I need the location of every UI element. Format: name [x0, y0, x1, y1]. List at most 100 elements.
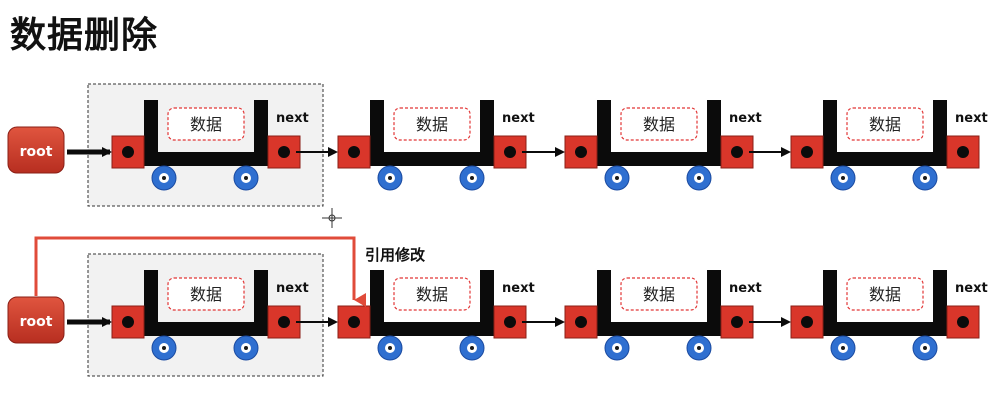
wheel-axle — [388, 346, 392, 350]
root-label: root — [20, 314, 53, 330]
wheel-axle — [697, 346, 701, 350]
next-label: next — [729, 281, 762, 296]
cart-base — [144, 322, 268, 336]
wheel-axle — [697, 176, 701, 180]
pointer-dot — [122, 316, 134, 328]
cart-left-wall — [144, 270, 158, 336]
wheel-axle — [162, 176, 166, 180]
wheel-axle — [388, 176, 392, 180]
wheel-axle — [615, 176, 619, 180]
pointer-dot — [122, 146, 134, 158]
wheel-axle — [841, 176, 845, 180]
cart-right-wall — [480, 100, 494, 166]
list-node: 数据 next — [790, 270, 988, 361]
data-box — [620, 107, 698, 141]
data-label: 数据 — [190, 285, 222, 304]
data-label: 数据 — [869, 285, 901, 304]
cart-base — [370, 152, 494, 166]
data-box — [620, 277, 698, 311]
list-node: 数据 next — [111, 270, 309, 361]
data-box — [167, 277, 245, 311]
data-label: 数据 — [643, 285, 675, 304]
cart-right-wall — [707, 100, 721, 166]
wheel-axle — [162, 346, 166, 350]
pointer-dot — [278, 146, 290, 158]
cart-right-wall — [707, 270, 721, 336]
list-node: 数据 next — [564, 100, 762, 191]
next-label: next — [955, 111, 988, 126]
pointer-dot — [801, 316, 813, 328]
data-label: 数据 — [643, 115, 675, 134]
cart-left-wall — [597, 270, 611, 336]
pointer-dot — [575, 316, 587, 328]
data-box — [167, 107, 245, 141]
cart-right-wall — [933, 100, 947, 166]
wheel-axle — [923, 176, 927, 180]
root-box — [7, 126, 65, 174]
list-node: 数据 next — [111, 100, 309, 191]
annotation-label: 引用修改 — [365, 246, 426, 264]
wheel-axle — [615, 346, 619, 350]
cart-base — [823, 152, 947, 166]
pointer-dot — [278, 316, 290, 328]
wheel-axle — [470, 346, 474, 350]
cart-base — [370, 322, 494, 336]
list-node: 数据 next — [564, 270, 762, 361]
root-node: root — [7, 126, 65, 174]
pointer-dot — [801, 146, 813, 158]
pointer-dot — [731, 316, 743, 328]
cart-left-wall — [370, 100, 384, 166]
page-title: 数据删除 — [10, 15, 159, 56]
pointer-dot — [348, 316, 360, 328]
pointer-dot — [957, 146, 969, 158]
prev-pointer-box — [111, 305, 145, 339]
reference-change-arrow — [34, 236, 366, 307]
cart-left-wall — [370, 270, 384, 336]
pointer-dot — [957, 316, 969, 328]
data-box — [846, 107, 924, 141]
wheel-axle — [244, 346, 248, 350]
pointer-dot — [348, 146, 360, 158]
wheel-axle — [244, 176, 248, 180]
cart-base — [823, 322, 947, 336]
data-label: 数据 — [416, 115, 448, 134]
cart-left-wall — [823, 270, 837, 336]
root-box — [7, 296, 65, 344]
data-box — [846, 277, 924, 311]
cart-left-wall — [144, 100, 158, 166]
cart-left-wall — [597, 100, 611, 166]
next-label: next — [502, 281, 535, 296]
cart-base — [597, 322, 721, 336]
next-label: next — [502, 111, 535, 126]
root-node: root — [7, 296, 65, 344]
wheel-axle — [923, 346, 927, 350]
data-label: 数据 — [190, 115, 222, 134]
list-node: 数据 next — [337, 100, 535, 191]
pointer-dot — [504, 316, 516, 328]
pointer-dot — [504, 146, 516, 158]
cart-right-wall — [254, 100, 268, 166]
next-label: next — [276, 111, 309, 126]
data-label: 数据 — [869, 115, 901, 134]
prev-pointer-box — [790, 305, 824, 339]
next-label: next — [955, 281, 988, 296]
cart-left-wall — [823, 100, 837, 166]
root-label: root — [20, 144, 53, 160]
data-box — [393, 277, 471, 311]
pointer-dot — [731, 146, 743, 158]
cart-base — [144, 152, 268, 166]
next-label: next — [729, 111, 762, 126]
cart-right-wall — [254, 270, 268, 336]
cart-right-wall — [933, 270, 947, 336]
crosshair-cursor-icon — [322, 208, 342, 228]
cart-base — [597, 152, 721, 166]
data-box — [393, 107, 471, 141]
wheel-axle — [841, 346, 845, 350]
wheel-axle — [470, 176, 474, 180]
list-node: 数据 next — [790, 100, 988, 191]
pointer-dot — [575, 146, 587, 158]
next-pointer-box — [946, 305, 980, 339]
next-label: next — [276, 281, 309, 296]
